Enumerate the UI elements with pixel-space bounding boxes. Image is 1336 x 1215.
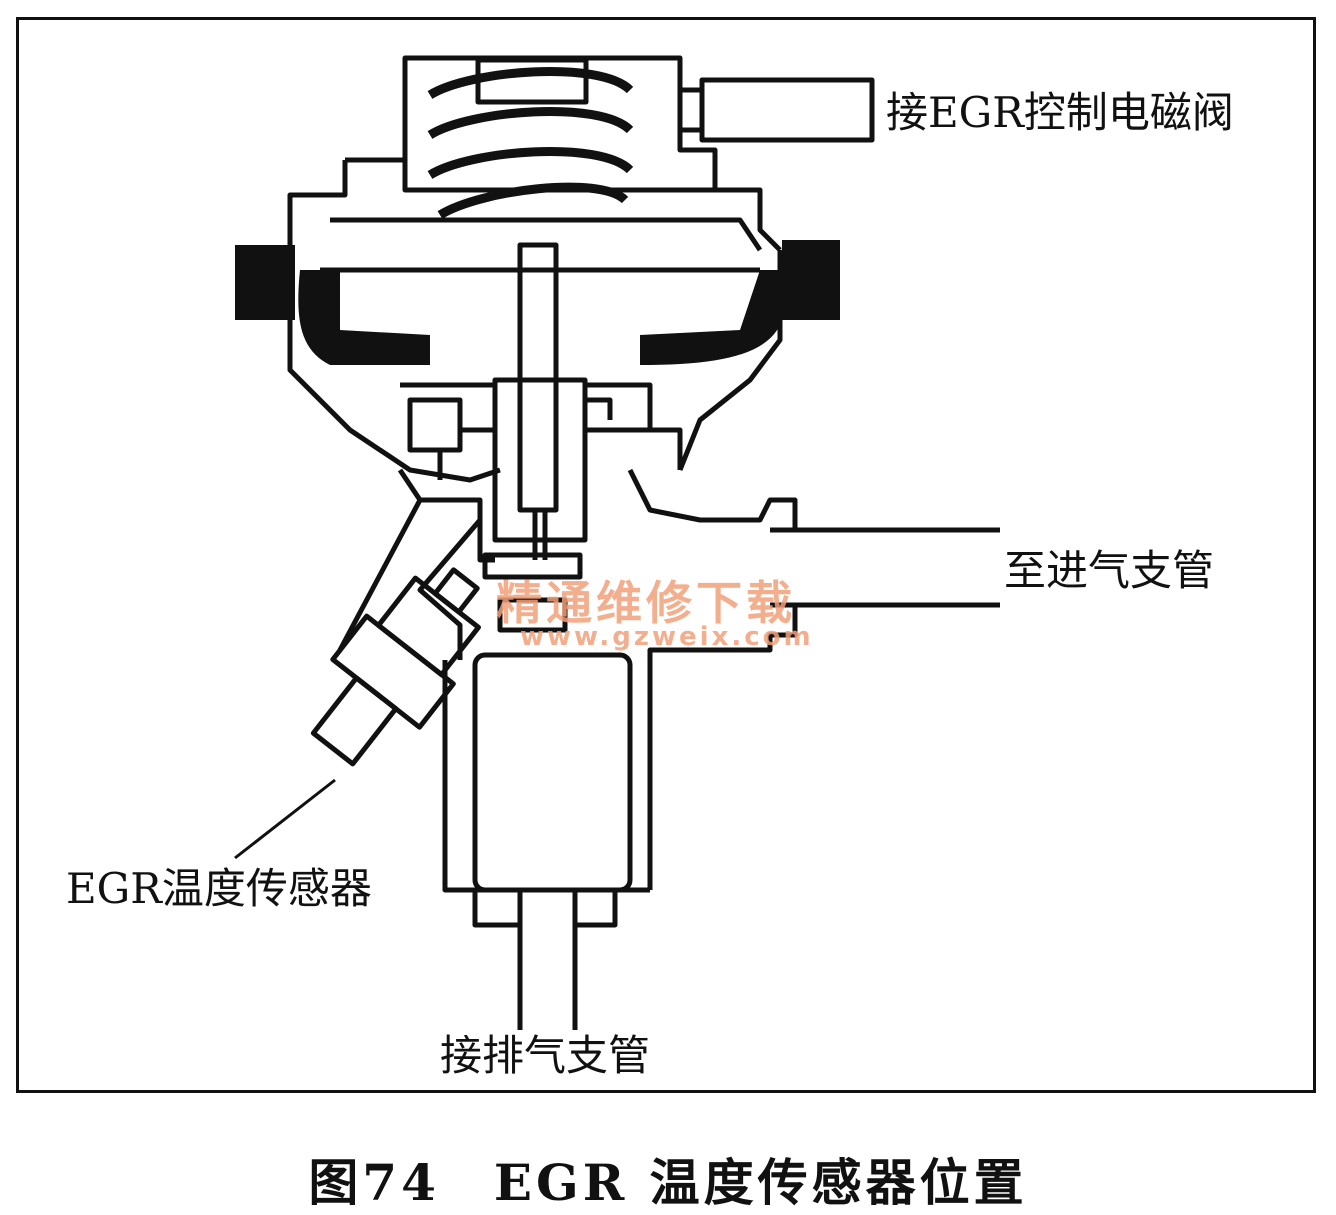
- exhaust-pipe-housing: [472, 652, 633, 893]
- stem-guide: [492, 377, 588, 543]
- valve-top-cap: [402, 55, 718, 193]
- solenoid-hose: [699, 77, 875, 143]
- label-solenoid: 接EGR控制电磁阀: [886, 88, 1234, 137]
- valve-seat: [497, 597, 568, 633]
- diaphragm-plate: [320, 217, 763, 273]
- exhaust-pipe: [517, 890, 578, 1030]
- solenoid-connector: [677, 87, 705, 133]
- intake-port: [647, 602, 1000, 890]
- sensor-boss: [337, 498, 482, 660]
- diaphragm-clamps: [235, 240, 840, 365]
- valve-cap-right-step: [715, 187, 782, 252]
- watermark-text: 精通维修下载: [496, 576, 796, 630]
- label-exhaust-manifold: 接排气支管: [440, 1031, 651, 1080]
- sensor-leader-line: [234, 778, 336, 860]
- label-egr-temp-sensor: EGR温度传感器: [66, 864, 372, 913]
- spring-retainer: [475, 57, 589, 105]
- figure-caption: 图74 EGR 温度传感器位置: [308, 1153, 1028, 1212]
- valve-disc: [482, 552, 583, 580]
- diagram-frame: [16, 17, 1316, 1093]
- label-intake-manifold: 至进气支管: [1004, 546, 1215, 595]
- diaphragm-chamber: [287, 250, 501, 483]
- spring-coils: [427, 67, 634, 219]
- valve-cap-step: [287, 157, 405, 250]
- egr-temp-sensor: [310, 567, 481, 767]
- watermark-url: www.gzweix.com: [520, 622, 814, 652]
